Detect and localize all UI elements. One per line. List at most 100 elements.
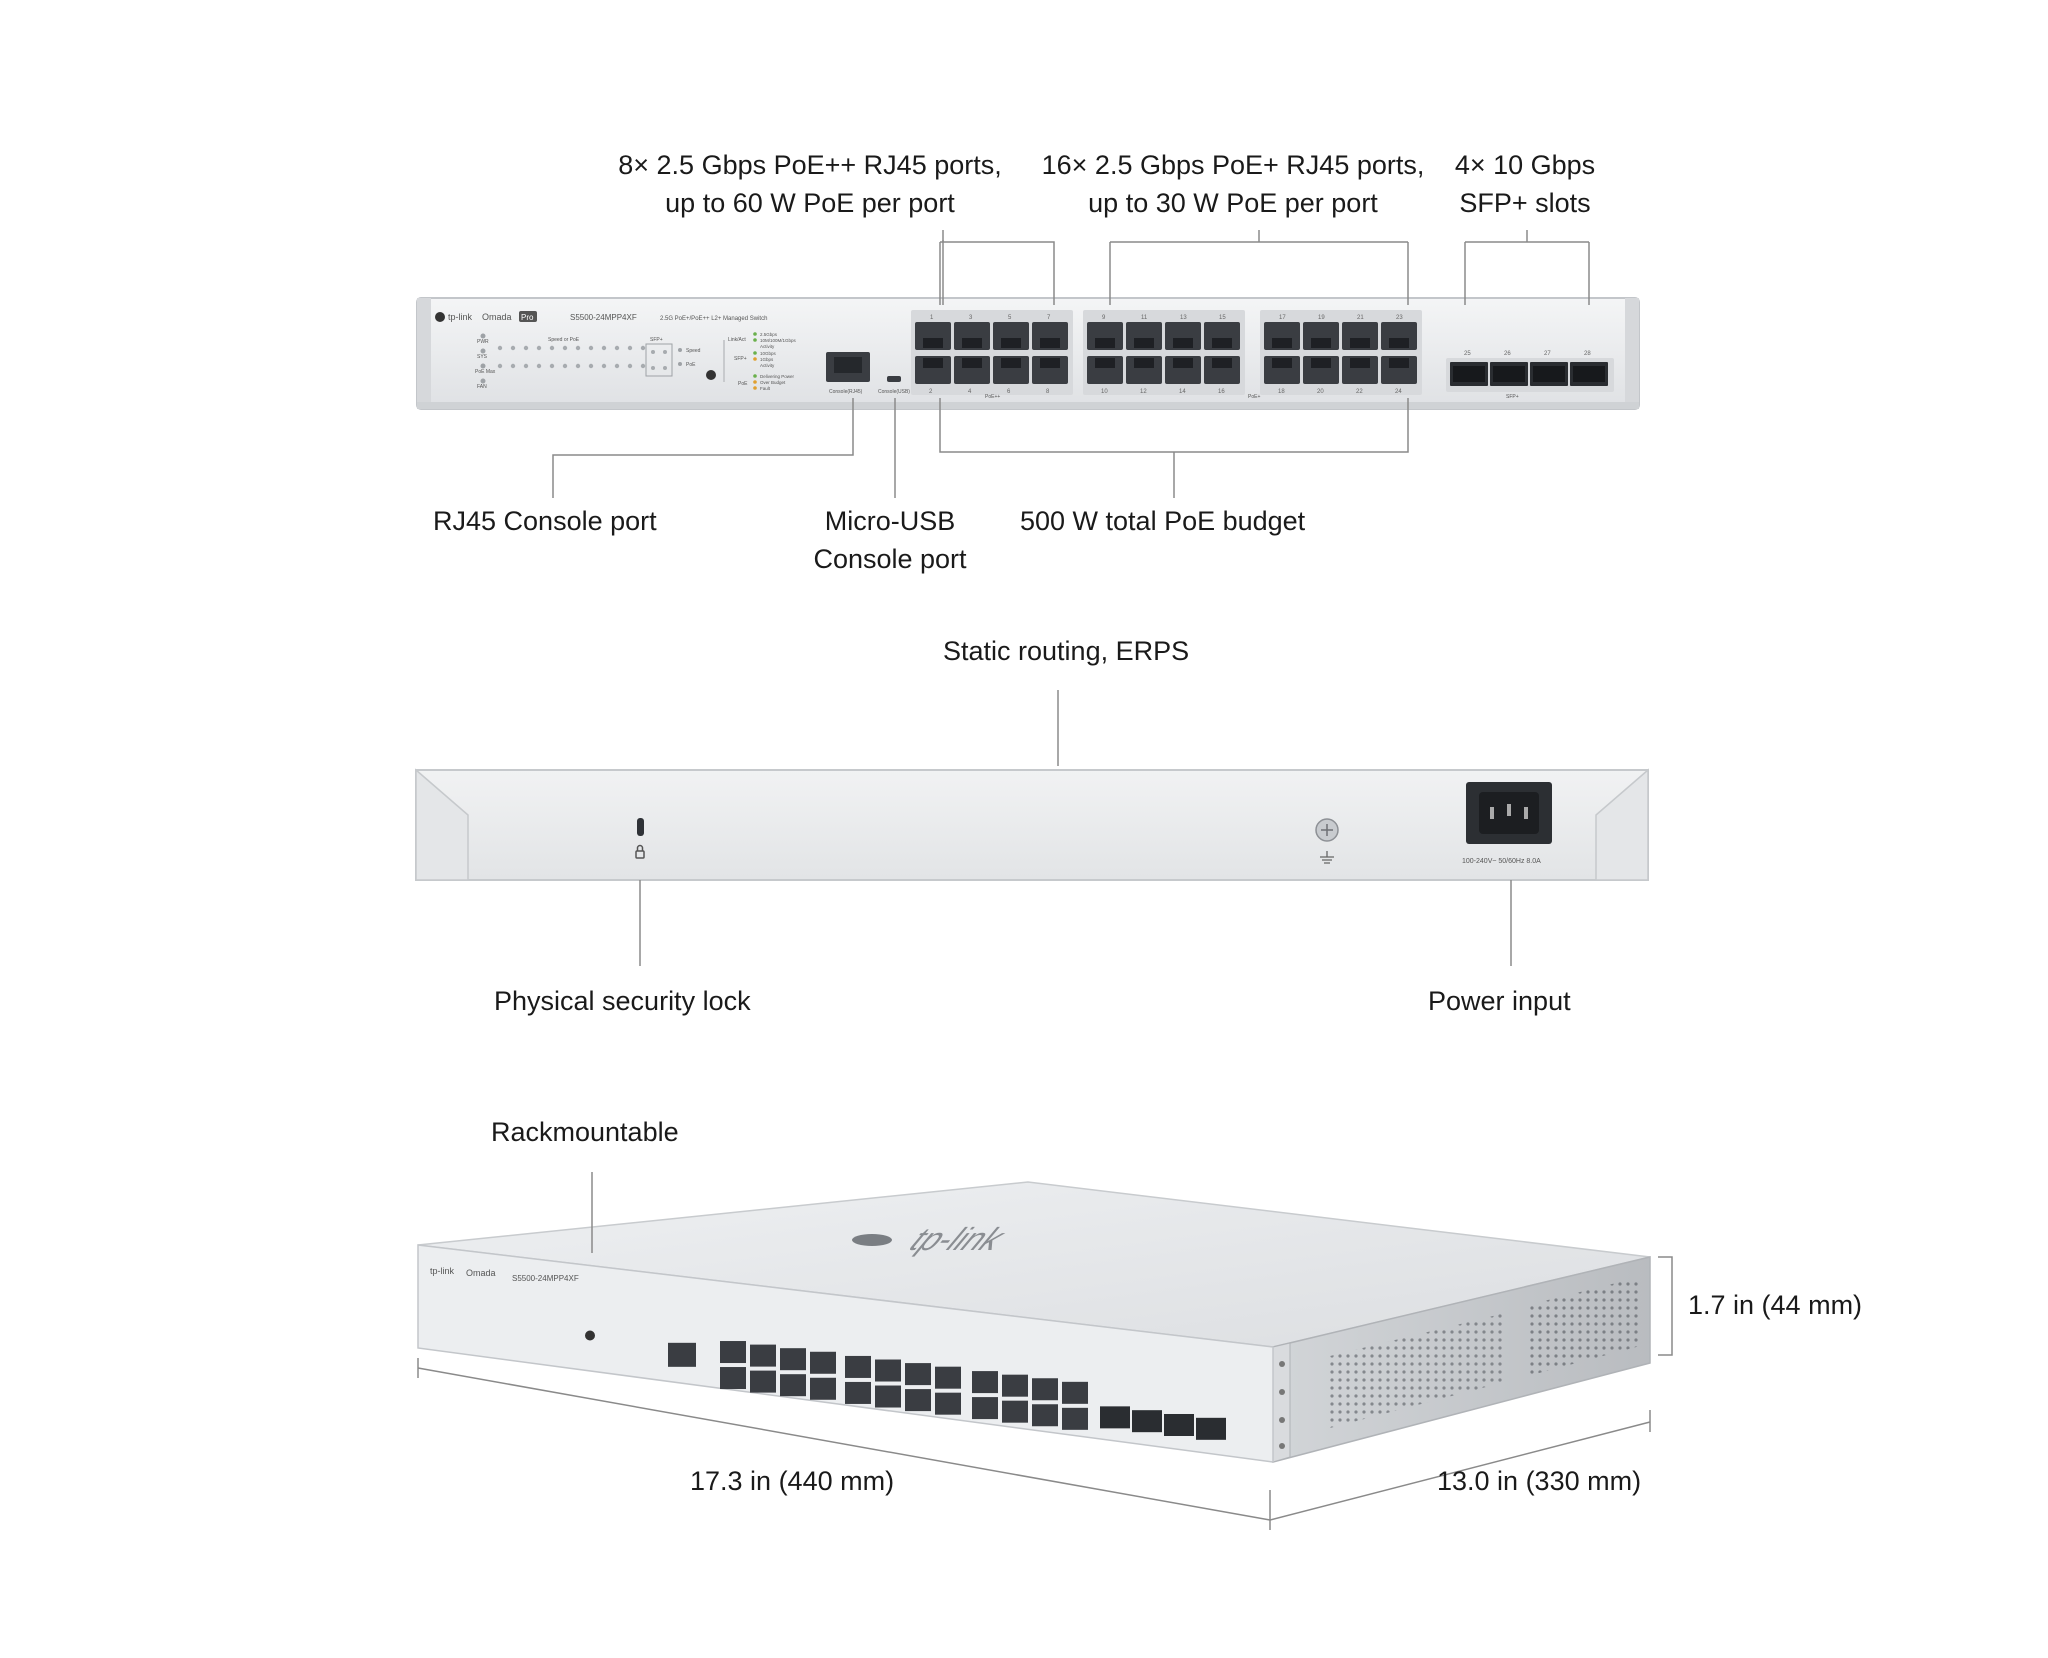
model-text: S5500-24MPP4XF bbox=[570, 313, 637, 322]
svg-text:Speed: Speed bbox=[686, 348, 701, 354]
port-led bbox=[614, 345, 620, 351]
port-led bbox=[614, 363, 620, 369]
port-number: 4 bbox=[968, 389, 972, 395]
sfp-number: 26 bbox=[1504, 351, 1511, 357]
port-number: 3 bbox=[969, 315, 973, 321]
rj45-port bbox=[780, 1348, 806, 1371]
rj45-port bbox=[875, 1359, 901, 1382]
svg-text:Speed or PoE: Speed or PoE bbox=[548, 337, 580, 343]
series-badge: Pro bbox=[521, 313, 534, 322]
rj45-console-port bbox=[668, 1342, 696, 1367]
port-number: 5 bbox=[1008, 315, 1012, 321]
svg-text:SFP+: SFP+ bbox=[650, 337, 663, 343]
svg-text:Activity: Activity bbox=[760, 344, 775, 349]
sfp-slot bbox=[1100, 1406, 1130, 1429]
port-led bbox=[588, 345, 594, 351]
port-number: 17 bbox=[1279, 315, 1286, 321]
port-number: 8 bbox=[1046, 389, 1050, 395]
svg-text:Delivering Power: Delivering Power bbox=[760, 374, 795, 379]
front-callout-lines bbox=[552, 230, 1590, 498]
port-led bbox=[523, 363, 529, 369]
rj45-console-label: RJ45 Console port bbox=[433, 506, 657, 536]
rj45-port bbox=[1002, 1400, 1028, 1423]
rj45-port bbox=[935, 1392, 961, 1415]
port-led bbox=[562, 345, 568, 351]
port-led bbox=[627, 345, 633, 351]
rj45-port bbox=[780, 1374, 806, 1397]
rj45-port bbox=[905, 1389, 931, 1412]
back-callout-lines bbox=[639, 690, 1512, 966]
svg-text:SYS: SYS bbox=[477, 354, 488, 360]
port-led bbox=[549, 345, 555, 351]
poe-p-ports-label: 16× 2.5 Gbps PoE+ RJ45 ports, up to 30 W… bbox=[1041, 150, 1425, 218]
port-led bbox=[640, 345, 646, 351]
brand-text: tp-link bbox=[448, 312, 473, 322]
port-led bbox=[575, 363, 581, 369]
svg-text:Over Budget: Over Budget bbox=[760, 380, 786, 385]
port-led bbox=[523, 345, 529, 351]
power-input-label: Power input bbox=[1428, 986, 1571, 1016]
rj45-port bbox=[1002, 1374, 1028, 1397]
poe-budget-label: 500 W total PoE budget bbox=[1020, 506, 1306, 536]
port-number: 14 bbox=[1179, 389, 1186, 395]
rj45-port bbox=[750, 1370, 776, 1393]
static-routing-label: Static routing, ERPS bbox=[943, 636, 1190, 666]
power-rating-text: 100-240V~ 50/60Hz 8.0A bbox=[1462, 858, 1541, 865]
rj45-port bbox=[1032, 1404, 1058, 1427]
rj45-port bbox=[1062, 1407, 1088, 1430]
series-text: Omada bbox=[482, 312, 512, 322]
back-panel: 100-240V~ 50/60Hz 8.0A bbox=[415, 768, 1649, 881]
port-number: 20 bbox=[1317, 389, 1324, 395]
poe-pp-ports-label: 8× 2.5 Gbps PoE++ RJ45 ports, up to 60 W… bbox=[618, 150, 1002, 218]
dimension-lines bbox=[417, 1172, 1673, 1530]
usb-console-label: Micro-USB Console port bbox=[813, 506, 967, 574]
rj45-port bbox=[720, 1341, 746, 1364]
port-led bbox=[510, 363, 516, 369]
rj45-console-port: Console(RJ45) bbox=[826, 352, 870, 395]
port-number: 12 bbox=[1140, 389, 1147, 395]
port-led bbox=[640, 363, 646, 369]
port-number: 21 bbox=[1357, 315, 1364, 321]
security-lock-label: Physical security lock bbox=[494, 986, 751, 1016]
sfp-number: 25 bbox=[1464, 351, 1471, 357]
rj45-port bbox=[845, 1355, 871, 1378]
rj45-port bbox=[972, 1397, 998, 1420]
rj45-port bbox=[875, 1385, 901, 1408]
sfp-slots-label: 4× 10 Gbps SFP+ slots bbox=[1454, 150, 1596, 218]
height-dimension-label: 1.7 in (44 mm) bbox=[1688, 1290, 1863, 1320]
perspective-view: tp-link tp-link Omada S5500-24MPP4XF bbox=[417, 1181, 1651, 1463]
depth-dimension-label: 13.0 in (330 mm) bbox=[1437, 1466, 1642, 1496]
svg-text:PoE: PoE bbox=[738, 381, 748, 387]
sfp-slot bbox=[1164, 1413, 1194, 1436]
rj45-port bbox=[1062, 1381, 1088, 1404]
reset-button bbox=[585, 1330, 595, 1341]
svg-text:PoE: PoE bbox=[686, 362, 696, 368]
port-number: 9 bbox=[1102, 315, 1106, 321]
svg-text:Link/Act: Link/Act bbox=[728, 337, 746, 343]
port-led bbox=[536, 363, 542, 369]
width-dimension-label: 17.3 in (440 mm) bbox=[690, 1466, 895, 1496]
port-led bbox=[627, 363, 633, 369]
poe-p-group-label: PoE+ bbox=[1248, 394, 1260, 400]
svg-text:PoE Max: PoE Max bbox=[475, 369, 496, 375]
rj45-port bbox=[720, 1367, 746, 1390]
status-led-area: PWR SYS PoE Max FAN Speed or PoE SFP+ Sp… bbox=[475, 333, 725, 390]
power-input-socket: 100-240V~ 50/60Hz 8.0A bbox=[1462, 782, 1552, 865]
port-number: 24 bbox=[1395, 389, 1402, 395]
svg-text:Console(USB): Console(USB) bbox=[878, 389, 910, 395]
persp-model: S5500-24MPP4XF bbox=[512, 1274, 579, 1283]
rj45-port bbox=[810, 1377, 836, 1400]
svg-text:Fault: Fault bbox=[760, 386, 771, 391]
port-number: 11 bbox=[1141, 315, 1148, 321]
svg-text:Activity: Activity bbox=[760, 363, 775, 368]
port-number: 1 bbox=[930, 315, 934, 321]
port-number: 16 bbox=[1218, 389, 1225, 395]
svg-text:10Gbps: 10Gbps bbox=[760, 351, 777, 356]
sfp-led bbox=[663, 366, 667, 370]
port-number: 18 bbox=[1278, 389, 1285, 395]
port-led bbox=[588, 363, 594, 369]
svg-text:PWR: PWR bbox=[477, 339, 489, 345]
